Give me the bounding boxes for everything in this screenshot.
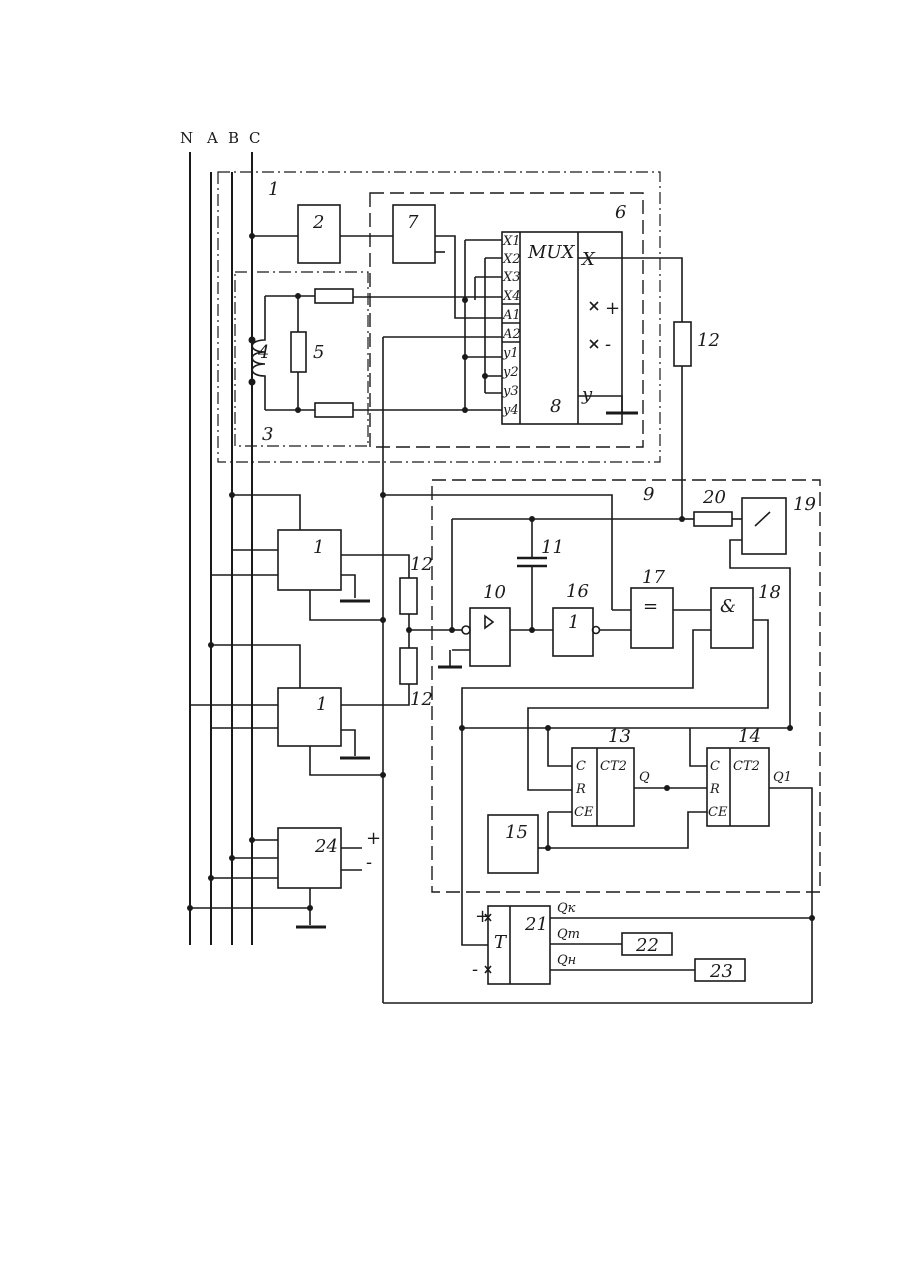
amplifier-10-label: 10 [483,582,506,603]
mux-pin-x1: X1 [502,234,521,249]
counter-13-type: CT2 [600,759,627,774]
block-1-lower [278,688,341,746]
region-3-label: 3 [262,424,273,445]
block-1-upper [278,530,341,590]
resistor-12-mid-label: 12 [410,554,433,575]
block-23-label: 23 [709,961,733,982]
counter-14-label: 14 [738,726,761,747]
block-7-label: 7 [407,212,419,233]
supply-24-minus: - [366,852,372,873]
coil-4-label: 4 [257,342,269,363]
mux-pin-y3: y3 [502,384,519,399]
supply-24-plus: + [366,828,381,849]
resistor-y4 [315,403,353,417]
trigger-21-t: T [494,932,508,953]
counter-14-type: CT2 [733,759,760,774]
trigger-21-minus: - [472,959,478,980]
resistor-12-top [674,322,691,366]
counter-13-ce: CE [574,805,594,820]
resistor-x4 [315,289,353,303]
counter-14-ce: CE [708,805,728,820]
comparator-17-symbol: = [643,596,658,617]
counter-14-c: C [710,759,720,774]
resistor-20-label: 20 [702,487,726,508]
block-8-label: 8 [550,396,561,417]
mux-pin-x2: X2 [502,252,521,267]
trigger-21-label: 21 [524,914,548,935]
mux-plus-pin: + [605,298,620,319]
resistor-12-low-label: 12 [410,689,433,710]
mux-pin-a2: A2 [502,327,521,342]
counter-14-r: R [709,782,720,797]
resistor-12-mid [400,578,417,614]
counter-13-r: R [575,782,586,797]
amplifier-10 [470,608,510,666]
relay-19 [742,498,786,554]
mux-pin-x4: X4 [502,289,521,304]
relay-19-label: 19 [793,494,816,515]
power-buses [190,152,252,945]
and-gate-18-label: 18 [758,582,781,603]
block-2-label: 2 [312,212,324,233]
bus-label-a: A [206,129,218,147]
region-6-label: 6 [615,202,626,223]
block-1-upper-label: 1 [313,537,324,558]
trigger-21-q-m: Qm [557,927,580,942]
region-9-label: 9 [643,484,654,505]
resistor-12-low [400,648,417,684]
block-22-label: 22 [635,935,659,956]
trigger-21-q-n: Qн [557,953,576,968]
counter-13-label: 13 [608,726,631,747]
mux-title: MUX [527,242,576,263]
capacitor-11-label: 11 [541,537,564,558]
bus-label-n: N [180,129,193,147]
resistor-5-label: 5 [313,342,324,363]
comparator-17-label: 17 [642,567,665,588]
bus-label-c: C [249,129,260,147]
mux-pin-y1: y1 [502,346,519,361]
bus-label-b: B [228,129,239,147]
counter-13-out: Q [639,770,650,785]
resistor-20 [694,512,732,526]
counter-14-out: Q1 [773,770,792,785]
block-1-lower-label: 1 [316,694,327,715]
inverter-16-symbol: 1 [568,612,579,633]
mux-pin-a1: A1 [502,308,521,323]
resistor-5 [291,332,306,372]
mux-minus-pin: - [605,334,611,355]
resistor-12-top-label: 12 [697,330,720,351]
inverter-16-label: 16 [566,581,589,602]
block-15-label: 15 [505,822,528,843]
mux-pin-y4: y4 [502,403,519,418]
counter-13-c: C [576,759,586,774]
mux-out-x: X [580,249,596,270]
mux-pin-x3: X3 [502,270,521,285]
mux-out-y: y [581,384,593,405]
mux-pin-y2: y2 [502,365,519,380]
and-gate-18-symbol: & [720,596,736,617]
supply-block-24-label: 24 [314,836,338,857]
trigger-21-q-k: Qк [557,901,576,916]
region-1-label: 1 [268,179,279,200]
